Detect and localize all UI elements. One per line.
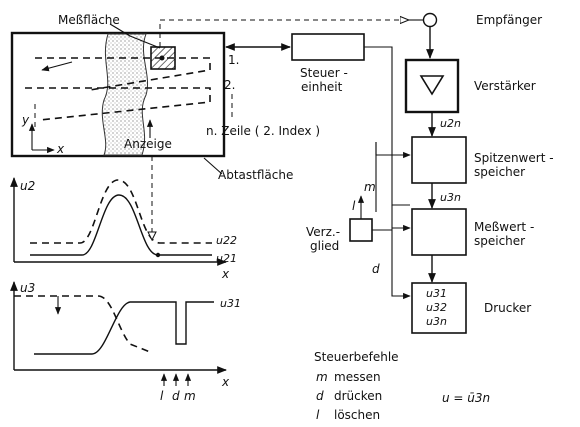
command-sym-m: m — [316, 370, 328, 384]
drucker-box — [411, 282, 467, 334]
command-sym-l: l — [316, 408, 320, 422]
projection-arrowhead — [147, 231, 157, 242]
plot-u2: u2 x u22 u21 — [10, 177, 237, 281]
verz-label-2: glied — [310, 239, 339, 253]
verzglied-box — [349, 218, 373, 242]
command-text-m: messen — [334, 370, 381, 384]
messflaeche-leader — [109, 23, 161, 49]
tick-d-label: d — [172, 389, 180, 403]
scan-path-1 — [35, 57, 211, 91]
spitzenwert-box — [411, 136, 467, 184]
scan-direction-arrow — [41, 61, 73, 72]
messwert-label-2: speicher — [474, 234, 525, 248]
plot-u3-ylabel: u3 — [20, 281, 35, 295]
verstaerker-box — [404, 58, 460, 114]
command-text-d: drücken — [334, 389, 382, 403]
plot-u2-point — [155, 252, 161, 258]
plot-u3-dashed-curve — [14, 295, 151, 353]
plot-u3-solid-curve — [34, 301, 214, 355]
steuer-label-1: Steuer - — [300, 66, 348, 80]
command-text-l: löschen — [334, 408, 380, 422]
zeile-n-label: n. Zeile ( 2. Index ) — [206, 124, 320, 138]
plot-u2-xlabel: x — [221, 267, 230, 281]
steuer-trunk — [364, 46, 410, 206]
drucker-value-2: u32 — [426, 301, 447, 314]
plot-u2-dashed-curve — [30, 179, 212, 244]
drucker-value-1: u31 — [426, 287, 447, 300]
scan-x-label: x — [56, 142, 65, 156]
abtastflaeche-label: Abtastfläche — [218, 168, 293, 182]
receiver-symbol — [422, 12, 438, 28]
tick-m-label: m — [184, 389, 196, 403]
steuer-label-2: einheit — [301, 80, 343, 94]
plot-u3-xlabel: x — [221, 375, 230, 389]
plot-u2-label-u22: u22 — [216, 234, 237, 247]
commands-legend: Steuerbefehle m messen d drücken l lösch… — [314, 350, 490, 422]
abtast-leader — [203, 157, 223, 175]
command-sym-d: d — [316, 389, 324, 403]
zeile-1-label: 1. — [228, 53, 239, 67]
m-branch — [375, 142, 392, 156]
steuereinheit-box — [291, 33, 365, 61]
commands-title: Steuerbefehle — [314, 350, 399, 364]
plot-u2-solid-curve — [30, 194, 212, 256]
scan-y-label: y — [21, 113, 30, 127]
optical-path — [159, 20, 408, 47]
plot-u2-label-u21: u21 — [216, 252, 237, 265]
verz-label-1: Verz.- — [306, 225, 340, 239]
signal-m-label: m — [364, 180, 376, 194]
spitzen-label-1: Spitzenwert - — [474, 151, 554, 165]
d-line — [391, 228, 411, 300]
verstaerker-label: Verstärker — [474, 79, 536, 93]
spitzen-label-2: speicher — [474, 165, 525, 179]
u2n-label: u2n — [440, 117, 461, 130]
plot-u2-ylabel: u2 — [20, 179, 35, 193]
u3n-label: u3n — [440, 191, 461, 204]
drucker-value-3: u3n — [426, 315, 447, 328]
messflaeche-label: Meßfläche — [58, 13, 120, 27]
signal-l-label: l — [352, 199, 356, 213]
scan-path-2 — [25, 87, 211, 121]
anzeige-label: Anzeige — [124, 137, 172, 151]
messwert-label-1: Meßwert - — [474, 220, 534, 234]
signal-d-label: d — [372, 262, 380, 276]
drucker-label: Drucker — [484, 301, 531, 315]
zeile-2-label: 2. — [224, 78, 235, 92]
sample-strip — [101, 33, 148, 156]
plot-u3: u3 x u31 l d m — [10, 281, 241, 403]
empfaenger-label: Empfänger — [476, 13, 542, 27]
formula: u = ū3n — [442, 391, 490, 405]
tick-l-label: l — [160, 389, 164, 403]
plot-u3-label-u31: u31 — [220, 297, 241, 310]
messwert-box — [411, 208, 467, 256]
amplifier-triangle — [419, 75, 445, 96]
